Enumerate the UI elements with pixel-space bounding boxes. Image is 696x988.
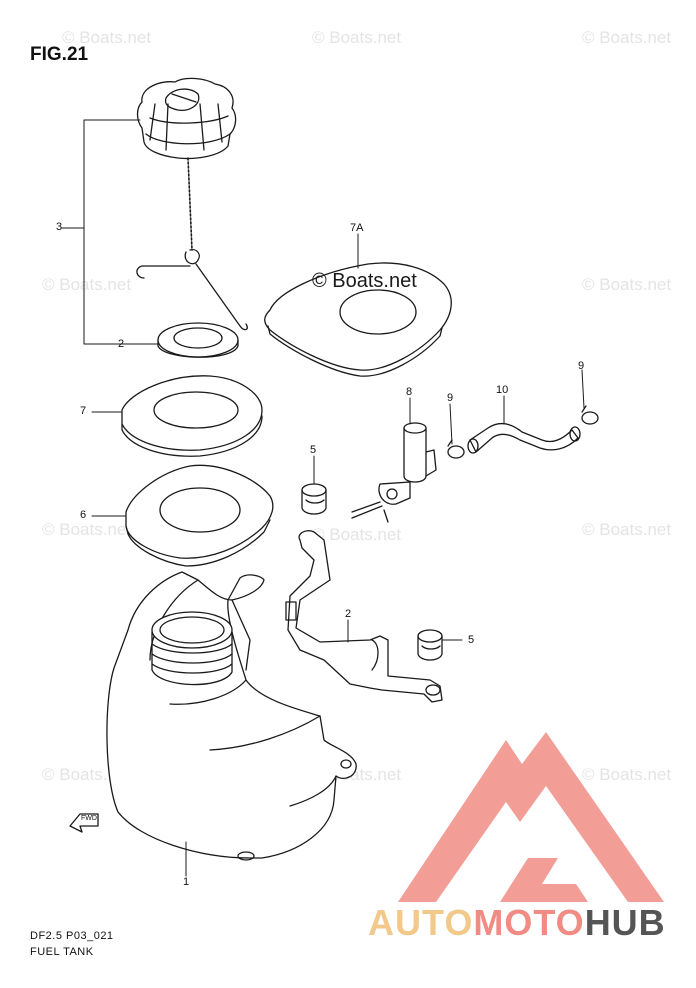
- fuel-cock: [351, 422, 437, 523]
- callout-7a: 7A: [350, 222, 364, 234]
- watermark: © Boats.net: [312, 525, 402, 544]
- hose-clip: [581, 405, 599, 425]
- watermark: © Boats.net: [62, 28, 152, 47]
- tank-gasket: [121, 375, 263, 457]
- fwd-arrow-icon: [69, 813, 99, 833]
- callout-9: 9: [447, 392, 454, 404]
- callout-8: 8: [406, 386, 413, 398]
- hose-clip: [447, 439, 465, 459]
- watermark: © Boats.net: [312, 28, 402, 47]
- callout-4: 2: [118, 338, 125, 350]
- callout-3: 3: [56, 221, 63, 233]
- callout-9b: 9: [578, 360, 585, 372]
- callout-5b: 5: [468, 634, 475, 646]
- callout-2: 2: [345, 608, 352, 620]
- footer-code: DF2.5 P03_021: [30, 930, 114, 942]
- tank-bracket: [285, 530, 443, 703]
- fuel-tank: [106, 571, 357, 861]
- watermark: © Boats.net: [582, 520, 672, 539]
- callout-7: 7: [80, 405, 87, 417]
- figure-title: FIG.21: [30, 44, 89, 65]
- pad-7a: [264, 262, 452, 377]
- logo-part-moto: MOTO: [473, 902, 585, 943]
- watermark: © Boats.net: [582, 275, 672, 294]
- callout-5: 5: [310, 444, 317, 456]
- footer-name: FUEL TANK: [30, 946, 94, 958]
- watermark: © Boats.net: [582, 765, 672, 784]
- callout-1: 1: [183, 876, 190, 888]
- watermark: © Boats.net: [582, 28, 672, 47]
- leader-lines: [61, 119, 585, 877]
- cap-gasket: [157, 322, 239, 358]
- fwd-label: FWD: [81, 815, 97, 822]
- fuel-hose: [467, 422, 581, 454]
- grommet: [417, 629, 443, 661]
- fuel-cap: [136, 77, 248, 331]
- callout-10: 10: [496, 384, 509, 396]
- watermark-strong: © Boats.net: [312, 270, 417, 292]
- watermark: © Boats.net: [42, 520, 132, 539]
- brand-logo: AUTOMOTOHUB: [368, 902, 666, 944]
- logo-part-auto: AUTO: [368, 902, 474, 943]
- callout-6: 6: [80, 509, 87, 521]
- logo-part-hub: HUB: [584, 902, 666, 943]
- tank-cushion: [125, 464, 274, 567]
- grommet: [301, 483, 327, 515]
- logo-mark: [398, 732, 664, 902]
- watermark: © Boats.net: [42, 275, 132, 294]
